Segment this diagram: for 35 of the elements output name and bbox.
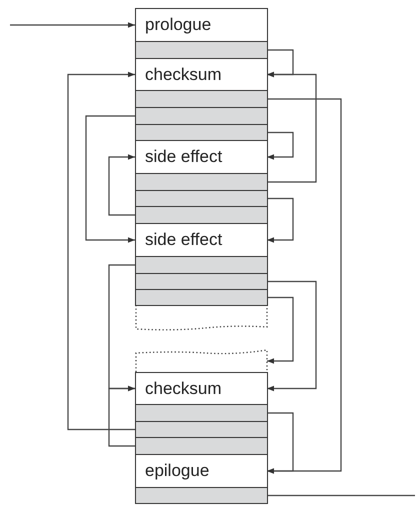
arrow	[67, 72, 135, 430]
arrow	[267, 198, 294, 243]
code-block: side effect	[135, 140, 268, 174]
elided-code-outline	[135, 349, 268, 373]
arrow	[267, 412, 294, 474]
connector-line	[267, 494, 415, 496]
arrow	[85, 115, 135, 243]
code-block: checksum	[135, 372, 268, 405]
arrow	[267, 98, 342, 474]
code-block: epilogue	[135, 454, 268, 488]
code-block: checksum	[135, 58, 268, 91]
arrow	[267, 132, 294, 160]
instruction-bar	[135, 404, 268, 422]
instruction-bar	[135, 107, 268, 125]
instruction-bar	[135, 206, 268, 224]
arrow	[267, 72, 317, 183]
instruction-bar	[135, 421, 268, 438]
instruction-bar	[135, 190, 268, 207]
arrow	[108, 386, 135, 447]
instruction-bar	[135, 487, 268, 504]
instruction-bar	[135, 273, 268, 290]
arrow	[267, 296, 294, 364]
arrow	[108, 154, 135, 216]
instruction-bar	[135, 124, 268, 141]
instruction-bar	[135, 256, 268, 274]
elided-code-outline	[135, 305, 268, 331]
instruction-bar	[135, 41, 268, 59]
instruction-bar	[135, 437, 268, 455]
code-block: prologue	[135, 8, 268, 42]
instruction-bar	[135, 173, 268, 191]
code-block: side effect	[135, 223, 268, 257]
instruction-bar	[135, 289, 268, 306]
instruction-bar	[135, 90, 268, 108]
arrow	[10, 22, 135, 28]
arrow	[267, 280, 317, 392]
